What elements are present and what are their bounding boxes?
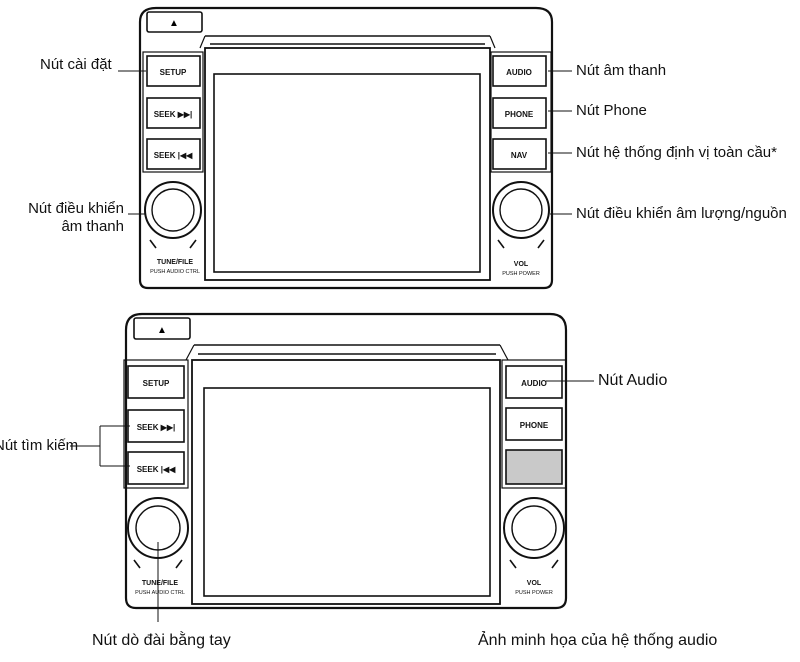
setup-button-2[interactable]: SETUP [127, 365, 185, 399]
svg-text:SETUP: SETUP [160, 68, 187, 77]
callout-audio-button-2: Nút Audio [598, 372, 668, 389]
figure-caption: Ảnh minh họa của hệ thống audio [478, 632, 718, 649]
svg-text:PUSH AUDIO CTRL: PUSH AUDIO CTRL [135, 590, 185, 596]
volume-power-knob[interactable]: VOL PUSH POWER [492, 181, 550, 277]
setup-button[interactable]: SETUP [146, 55, 201, 87]
display-screen-2 [203, 387, 491, 597]
svg-text:AUDIO: AUDIO [506, 68, 532, 77]
callout-manual-tune-knob: Nút dò đài bằng tay [92, 632, 231, 649]
blank-button [505, 449, 563, 485]
svg-text:TUNE/FILE: TUNE/FILE [142, 580, 178, 587]
tune-file-knob-2[interactable]: TUNE/FILE PUSH AUDIO CTRL [127, 497, 189, 596]
svg-text:PHONE: PHONE [505, 110, 534, 119]
svg-text:SEEK ▶▶|: SEEK ▶▶| [154, 110, 193, 119]
svg-text:VOL: VOL [514, 261, 529, 268]
svg-text:AUDIO: AUDIO [521, 379, 547, 388]
callout-phone-button: Nút Phone [576, 102, 647, 119]
callout-nav-button: Nút hệ thống định vị toàn cầu* [576, 144, 777, 161]
eject-icon: ▲ [169, 18, 179, 29]
callout-audio-control-knob-line1: Nút điều khiển [28, 200, 124, 217]
callout-setup-button: Nút cài đặt [40, 56, 112, 73]
phone-button[interactable]: PHONE [492, 97, 547, 129]
svg-text:VOL: VOL [527, 580, 542, 587]
nav-button[interactable]: NAV [492, 138, 547, 170]
svg-text:SEEK |◀◀: SEEK |◀◀ [154, 151, 193, 160]
svg-text:NAV: NAV [511, 151, 528, 160]
callout-audio-control-knob: Nút điều khiển âm thanh [6, 200, 124, 236]
eject-icon: ▲ [157, 325, 167, 336]
svg-text:SEEK |◀◀: SEEK |◀◀ [137, 465, 176, 474]
seek-forward-button[interactable]: SEEK ▶▶| [146, 97, 201, 129]
eject-button[interactable]: ▲ [146, 11, 203, 33]
svg-text:SETUP: SETUP [143, 379, 170, 388]
audio-unit-top: ▲ SETUP SEEK ▶▶| SEEK |◀◀ AUDIO PHO [118, 6, 572, 290]
volume-power-knob-2[interactable]: VOL PUSH POWER [503, 497, 565, 596]
seek-forward-button-2[interactable]: SEEK ▶▶| [127, 409, 185, 443]
svg-text:SEEK ▶▶|: SEEK ▶▶| [137, 423, 176, 432]
seek-back-button-2[interactable]: SEEK |◀◀ [127, 451, 185, 485]
callout-seek-buttons: Nút tìm kiếm [0, 437, 79, 454]
audio-button[interactable]: AUDIO [492, 55, 547, 87]
phone-button-2[interactable]: PHONE [505, 407, 563, 441]
tune-file-knob[interactable]: TUNE/FILE PUSH AUDIO CTRL [144, 181, 202, 275]
callout-audio-button: Nút âm thanh [576, 62, 667, 79]
svg-text:PUSH AUDIO CTRL: PUSH AUDIO CTRL [150, 269, 200, 275]
eject-button-2[interactable]: ▲ [133, 317, 191, 340]
audio-unit-bottom: ▲ SETUP SEEK ▶▶| SEEK |◀◀ AUDIO PHONE [70, 312, 594, 622]
svg-text:PHONE: PHONE [520, 421, 549, 430]
audio-button-2[interactable]: AUDIO [505, 365, 563, 399]
seek-back-button[interactable]: SEEK |◀◀ [146, 138, 201, 170]
svg-text:PUSH POWER: PUSH POWER [502, 271, 540, 277]
display-screen [213, 73, 481, 273]
svg-text:PUSH POWER: PUSH POWER [515, 590, 553, 596]
callout-audio-control-knob-line2: âm thanh [61, 218, 124, 235]
callout-volume-power-knob: Nút điều khiển âm lượng/nguồn [576, 205, 787, 222]
svg-text:TUNE/FILE: TUNE/FILE [157, 259, 193, 266]
